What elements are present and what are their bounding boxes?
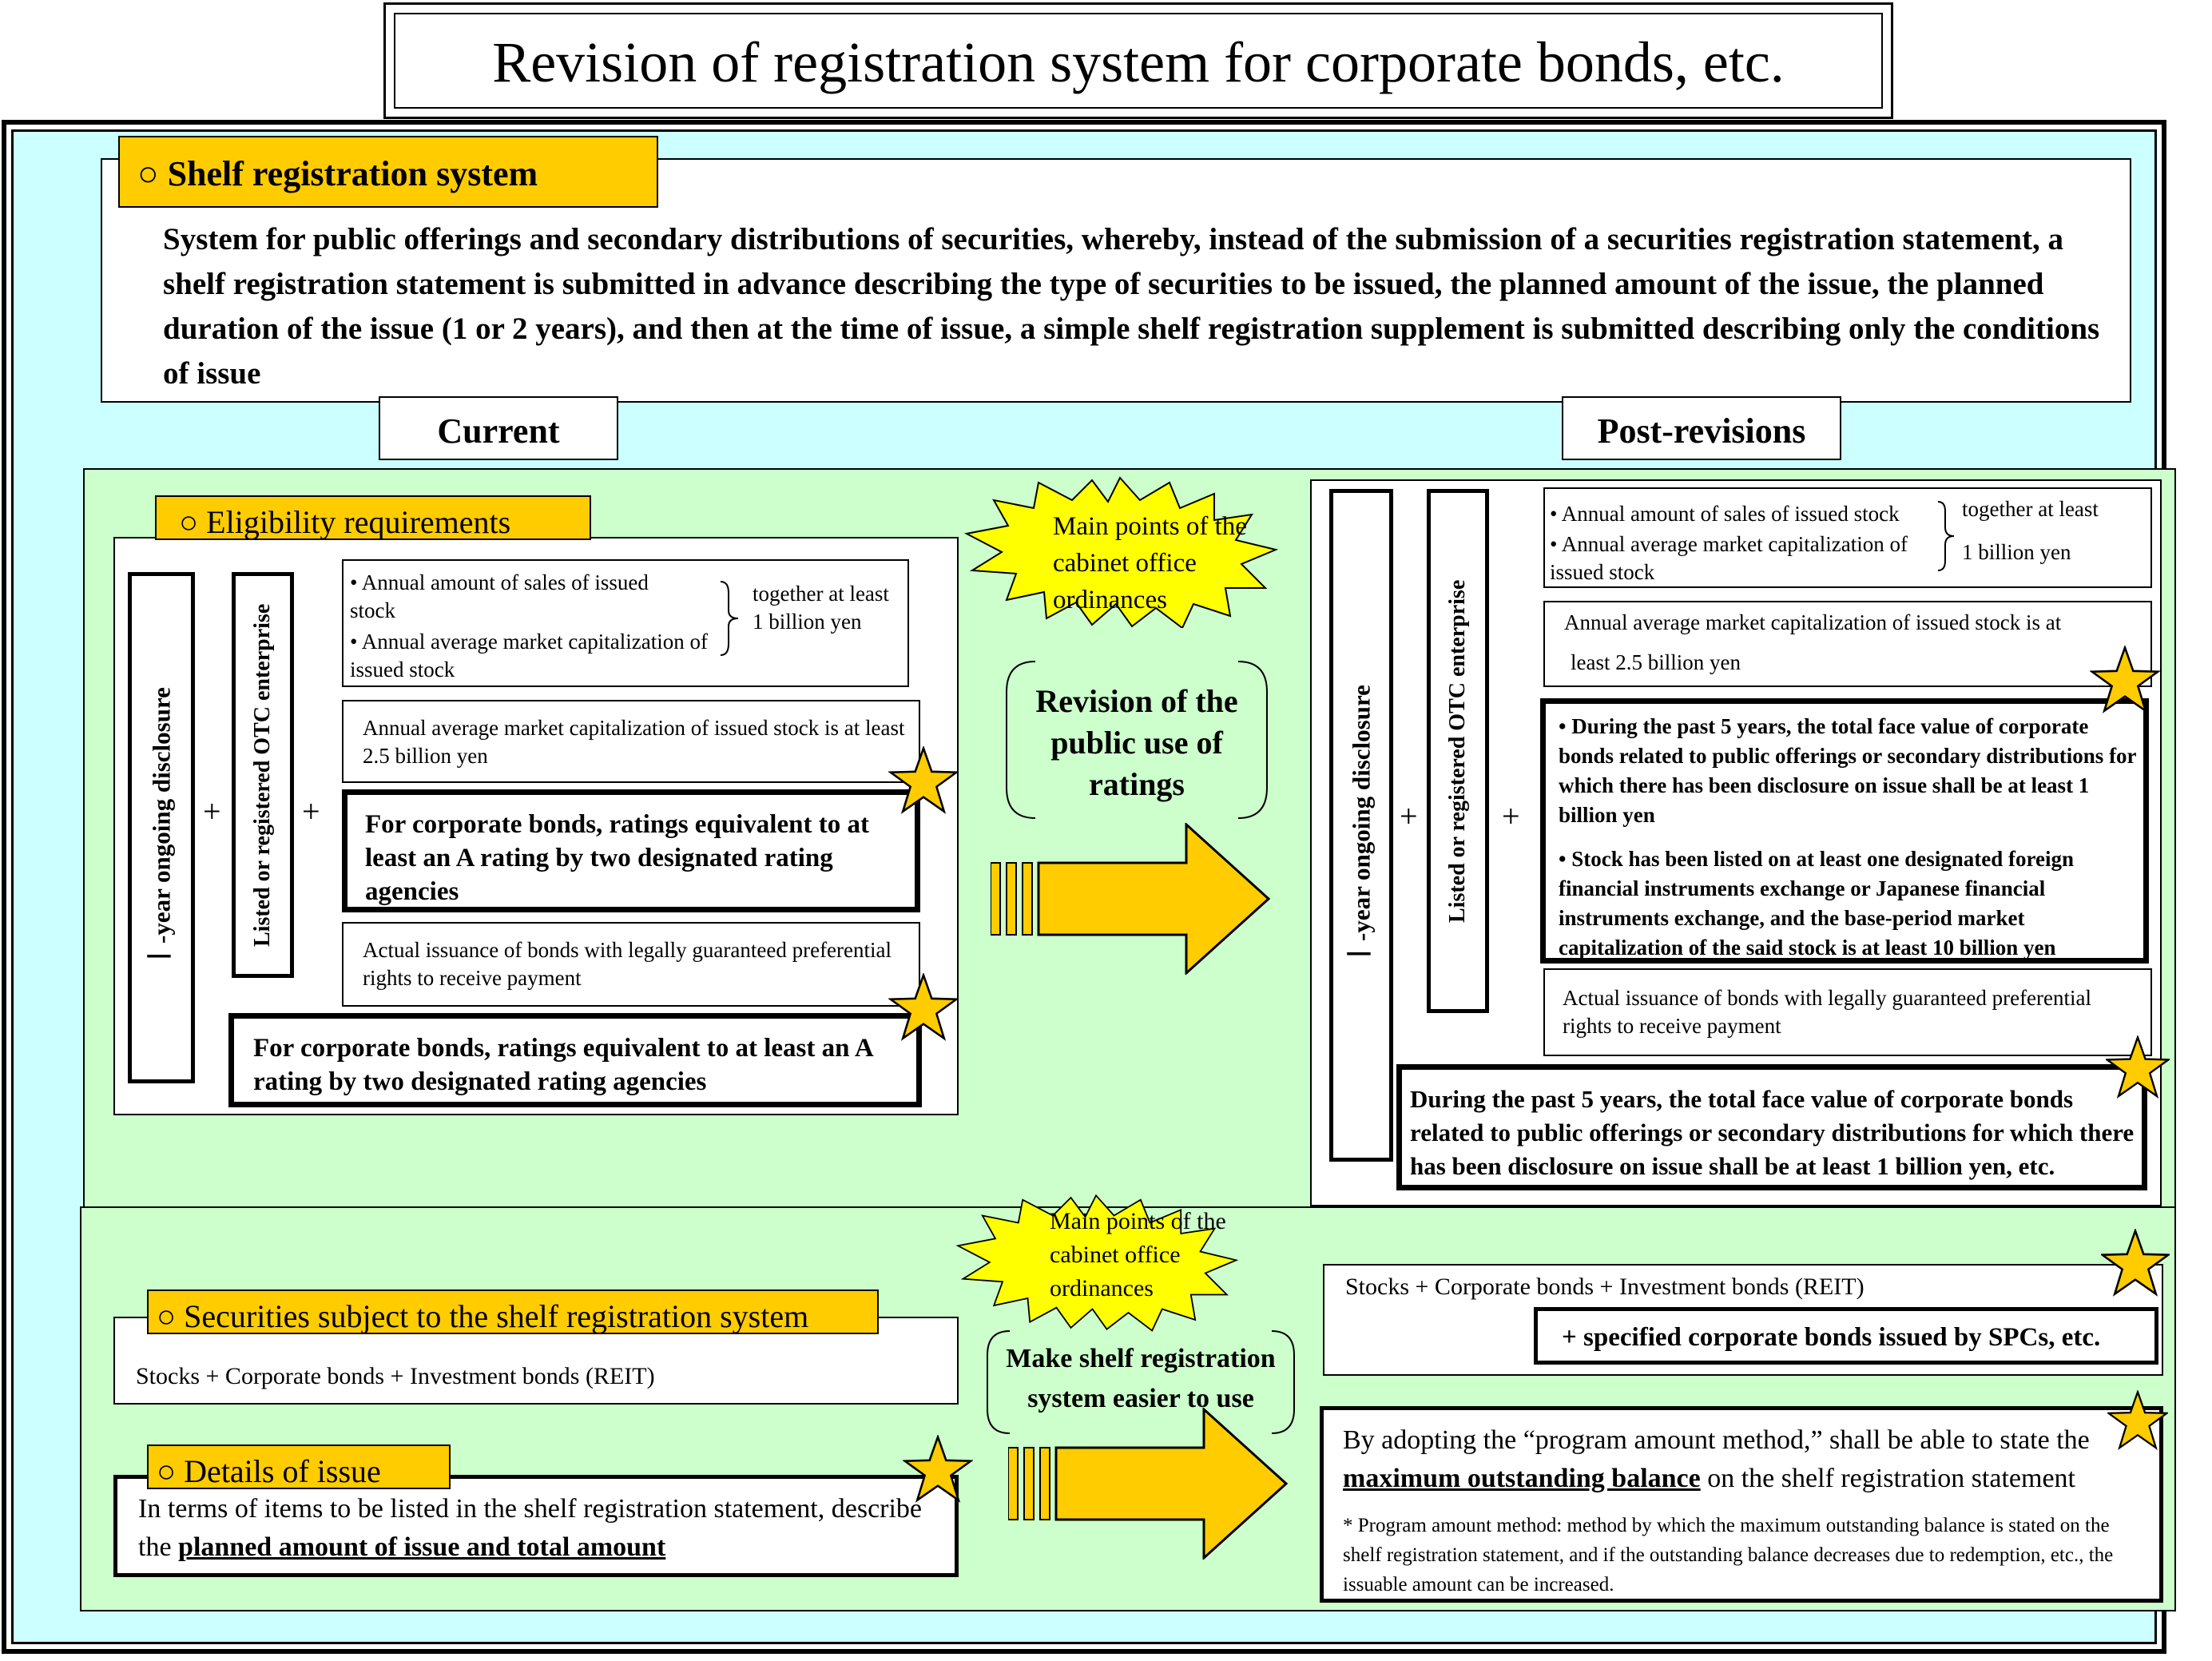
guaranteed-post-text: Actual issuance of bonds with legally gu… — [1563, 986, 2092, 1038]
tab-post-label: Post-revisions — [1597, 411, 1806, 451]
listed-otc-post-label: Listed or registered OTC enterprise — [1445, 579, 1470, 923]
sales-cap-post: • Annual amount of sales of issued stock… — [1543, 487, 2152, 588]
details-post-pre: By adopting the “program amount method,”… — [1343, 1425, 2090, 1455]
details-post-text: By adopting the “program amount method,”… — [1343, 1421, 2150, 1498]
securities-post-extra-text: + specified corporate bonds issued by SP… — [1562, 1323, 2101, 1352]
ratings2-current: For corporate bonds, ratings equivalent … — [228, 1013, 922, 1107]
securities-heading-text: Securities subject to the shelf registra… — [184, 1298, 809, 1334]
star-icon — [888, 746, 959, 815]
details-current-underline: planned amount of issue and total amount — [178, 1532, 666, 1562]
revision-ratings-text: Revision of the public use of ratings — [1035, 683, 1238, 802]
details-post-underline: maximum outstanding balance — [1343, 1464, 1701, 1493]
details-post-box: By adopting the “program amount method,”… — [1320, 1406, 2163, 1603]
right-arrow-icon — [991, 823, 1270, 975]
eligibility-heading-text: Eligibility requirements — [206, 504, 511, 540]
securities-heading: ○ Securities subject to the shelf regist… — [147, 1289, 879, 1334]
star-icon — [903, 1435, 973, 1504]
past5-post-text: • During the past 5 years, the total fac… — [1559, 714, 2137, 827]
title-frame: Revision of registration system for corp… — [383, 2, 1893, 119]
details-current-pre: In terms of items to be listed in the sh… — [138, 1494, 923, 1562]
page-title: Revision of registration system for corp… — [492, 30, 1785, 94]
together-current: together at least 1 billion yen — [753, 582, 889, 634]
details-current-text: In terms of items to be listed in the sh… — [138, 1490, 945, 1567]
main-points-burst-text-2: Main points of the cabinet office ordina… — [1050, 1208, 1226, 1301]
together-post-2: 1 billion yen — [1962, 540, 2071, 564]
guaranteed-post: Actual issuance of bonds with legally gu… — [1543, 968, 2152, 1056]
securities-post-text: Stocks + Corporate bonds + Investment bo… — [1345, 1274, 1865, 1300]
sales-cap-current: • Annual amount of sales of issued stock… — [342, 559, 909, 687]
details-heading-text: Details of issue — [184, 1453, 381, 1489]
listed-otc-current: Listed or registered OTC enterprise — [232, 572, 294, 978]
plus-sign: + — [1502, 798, 1520, 834]
ratings-current-text: For corporate bonds, ratings equivalent … — [365, 810, 869, 907]
ongoing-disclosure-current-label: 一-year ongoing disclosure — [147, 687, 176, 968]
right-arrow-icon — [1008, 1408, 1288, 1560]
shelf-description: System for public offerings and secondar… — [163, 222, 2100, 391]
brace — [1937, 501, 1955, 571]
ratings-current: For corporate bonds, ratings equivalent … — [342, 789, 920, 912]
cap-bullet-post: • Annual average market capitalization o… — [1550, 532, 1908, 584]
star-icon — [2101, 1229, 2170, 1297]
tab-current: Current — [379, 396, 618, 460]
star-icon — [2090, 646, 2160, 714]
securities-current-text: Stocks + Corporate bonds + Investment bo… — [136, 1363, 655, 1389]
tab-post: Post-revisions — [1562, 396, 1841, 460]
past5b-post: During the past 5 years, the total face … — [1396, 1064, 2147, 1190]
sales-bullet-post: • Annual amount of sales of issued stock — [1550, 502, 1900, 526]
foreign-post-text: • Stock has been listed on at least one … — [1559, 847, 2074, 960]
securities-post-extra: + specified corporate bonds issued by SP… — [1534, 1307, 2158, 1365]
cap25-post: Annual average market capitalization of … — [1543, 601, 2152, 687]
cap25-current: Annual average market capitalization of … — [342, 700, 920, 783]
star-icon — [888, 973, 959, 1042]
plus-sign: + — [1400, 798, 1418, 834]
star-icon — [2106, 1035, 2170, 1099]
program-amount-note: * Program amount method: method by which… — [1343, 1515, 2114, 1595]
shelf-heading: ○ Shelf registration system — [118, 136, 658, 208]
tab-current-label: Current — [437, 411, 560, 451]
cap25-post-line1: Annual average market capitalization of … — [1564, 610, 2062, 634]
ongoing-disclosure-post: 一-year ongoing disclosure — [1329, 489, 1393, 1162]
guaranteed-current-text: Actual issuance of bonds with legally gu… — [363, 938, 892, 990]
sales-bullet-current: • Annual amount of sales of issued stock — [350, 570, 649, 622]
main-points-burst-text: Main points of the cabinet office ordina… — [1053, 512, 1247, 614]
make-easier-text: Make shelf registration system easier to… — [1006, 1344, 1276, 1413]
past5b-post-text: During the past 5 years, the total face … — [1410, 1085, 2135, 1180]
cap25-current-text: Annual average market capitalization of … — [363, 716, 905, 768]
star-icon — [2107, 1390, 2168, 1451]
ratings2-current-text: For corporate bonds, ratings equivalent … — [253, 1034, 872, 1097]
shelf-heading-text: Shelf registration system — [167, 154, 538, 193]
listed-otc-post: Listed or registered OTC enterprise — [1427, 489, 1489, 1013]
together-post-1: together at least — [1962, 497, 2099, 521]
past5-foreign-post: • During the past 5 years, the total fac… — [1540, 698, 2149, 964]
details-current-box: In terms of items to be listed in the sh… — [113, 1475, 959, 1577]
plus-sign: + — [302, 793, 320, 829]
bracket-frame — [987, 1330, 1295, 1434]
guaranteed-current: Actual issuance of bonds with legally gu… — [342, 922, 920, 1007]
listed-otc-current-label: Listed or registered OTC enterprise — [250, 603, 275, 947]
details-post-post: on the shelf registration statement — [1700, 1464, 2075, 1493]
cap-bullet-current: • Annual average market capitalization o… — [350, 630, 709, 681]
ongoing-disclosure-post-label: 一-year ongoing disclosure — [1347, 685, 1376, 966]
eligibility-heading: ○ Eligibility requirements — [155, 495, 591, 540]
details-heading: ○ Details of issue — [147, 1444, 451, 1489]
plus-sign: + — [203, 793, 221, 829]
cap25-post-line2: least 2.5 billion yen — [1571, 650, 1741, 674]
bracket-frame — [1006, 661, 1268, 819]
brace — [720, 581, 739, 656]
ongoing-disclosure-current: 一-year ongoing disclosure — [128, 572, 195, 1083]
